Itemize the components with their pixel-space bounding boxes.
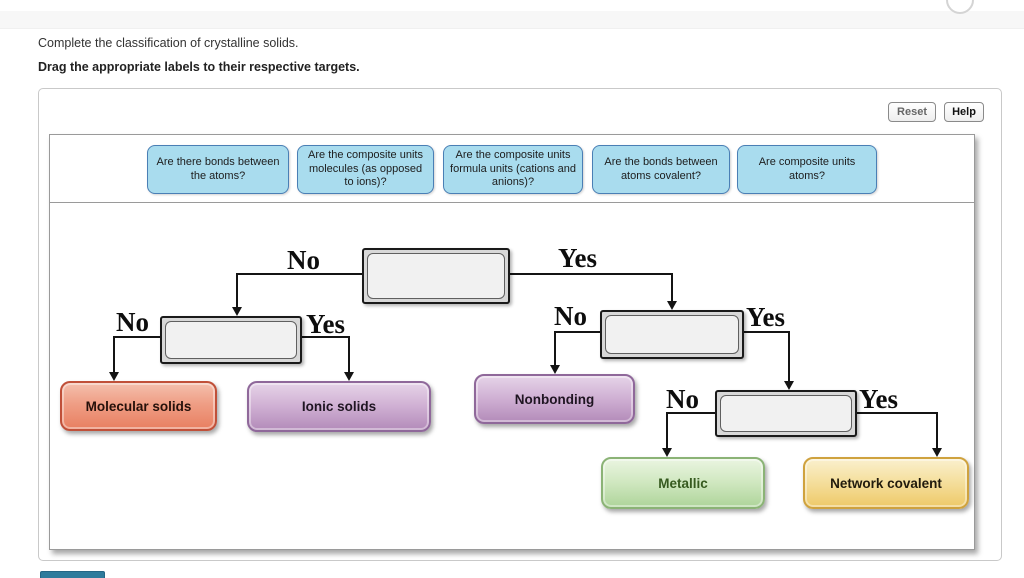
- activity-panel: Reset Help Are there bonds between the a…: [38, 88, 1002, 561]
- connector-line: [237, 273, 362, 275]
- result-nonbonding: Nonbonding: [474, 374, 635, 424]
- arrow-down-icon: [662, 448, 672, 457]
- branch-label-no-4: No: [666, 384, 699, 414]
- drop-target-2-inner: [165, 321, 297, 359]
- branch-label-yes-4: Yes: [859, 384, 898, 414]
- connector-line: [506, 273, 672, 275]
- connector-line: [853, 412, 937, 414]
- problem-instruction: Complete the classification of crystalli…: [38, 36, 299, 50]
- branch-label-no-2: No: [116, 307, 149, 337]
- arrow-down-icon: [109, 372, 119, 381]
- result-molecular-solids: Molecular solids: [60, 381, 217, 431]
- drop-target-2[interactable]: [160, 316, 302, 364]
- connector-line: [671, 273, 673, 302]
- result-ionic-solids: Ionic solids: [247, 381, 431, 432]
- result-metallic: Metallic: [601, 457, 765, 509]
- connector-line: [666, 412, 668, 449]
- reset-button[interactable]: Reset: [888, 102, 936, 122]
- drop-target-4-inner: [720, 395, 852, 432]
- connector-line: [298, 336, 349, 338]
- drag-label-bonds-covalent[interactable]: Are the bonds between atoms covalent?: [592, 145, 730, 194]
- drop-target-3-inner: [605, 315, 739, 354]
- drag-label-bonds-between-atoms[interactable]: Are there bonds between the atoms?: [147, 145, 289, 194]
- connector-line: [114, 336, 160, 338]
- connector-line: [236, 273, 238, 308]
- connector-line: [740, 331, 789, 333]
- submit-button-partial[interactable]: [40, 571, 105, 578]
- branch-label-yes-3: Yes: [746, 302, 785, 332]
- branch-label-no-3: No: [554, 301, 587, 331]
- connector-line: [113, 336, 115, 373]
- help-button[interactable]: Help: [944, 102, 984, 122]
- label-row-divider: [50, 202, 974, 203]
- branch-label-yes-2: Yes: [306, 309, 345, 339]
- branch-label-yes-1: Yes: [558, 243, 597, 273]
- drop-target-4[interactable]: [715, 390, 857, 437]
- drop-target-1-inner: [367, 253, 505, 299]
- arrow-down-icon: [667, 301, 677, 310]
- result-network-covalent: Network covalent: [803, 457, 969, 509]
- drag-label-units-formula-units[interactable]: Are the composite units formula units (c…: [443, 145, 583, 194]
- arrow-down-icon: [550, 365, 560, 374]
- arrow-down-icon: [232, 307, 242, 316]
- connector-line: [348, 336, 350, 373]
- connector-line: [788, 331, 790, 382]
- drag-label-units-molecules[interactable]: Are the composite units molecules (as op…: [297, 145, 434, 194]
- branch-label-no-1: No: [287, 245, 320, 275]
- arrow-down-icon: [784, 381, 794, 390]
- arrow-down-icon: [932, 448, 942, 457]
- drag-label-units-atoms[interactable]: Are composite units atoms?: [737, 145, 877, 194]
- flowchart-area: Are there bonds between the atoms? Are t…: [49, 134, 975, 550]
- drop-target-3[interactable]: [600, 310, 744, 359]
- connector-line: [555, 331, 600, 333]
- top-divider-bar: [0, 11, 1024, 29]
- drag-instruction: Drag the appropriate labels to their res…: [38, 60, 360, 74]
- connector-line: [554, 331, 556, 366]
- drop-target-1[interactable]: [362, 248, 510, 304]
- arrow-down-icon: [344, 372, 354, 381]
- connector-line: [667, 412, 715, 414]
- connector-line: [936, 412, 938, 449]
